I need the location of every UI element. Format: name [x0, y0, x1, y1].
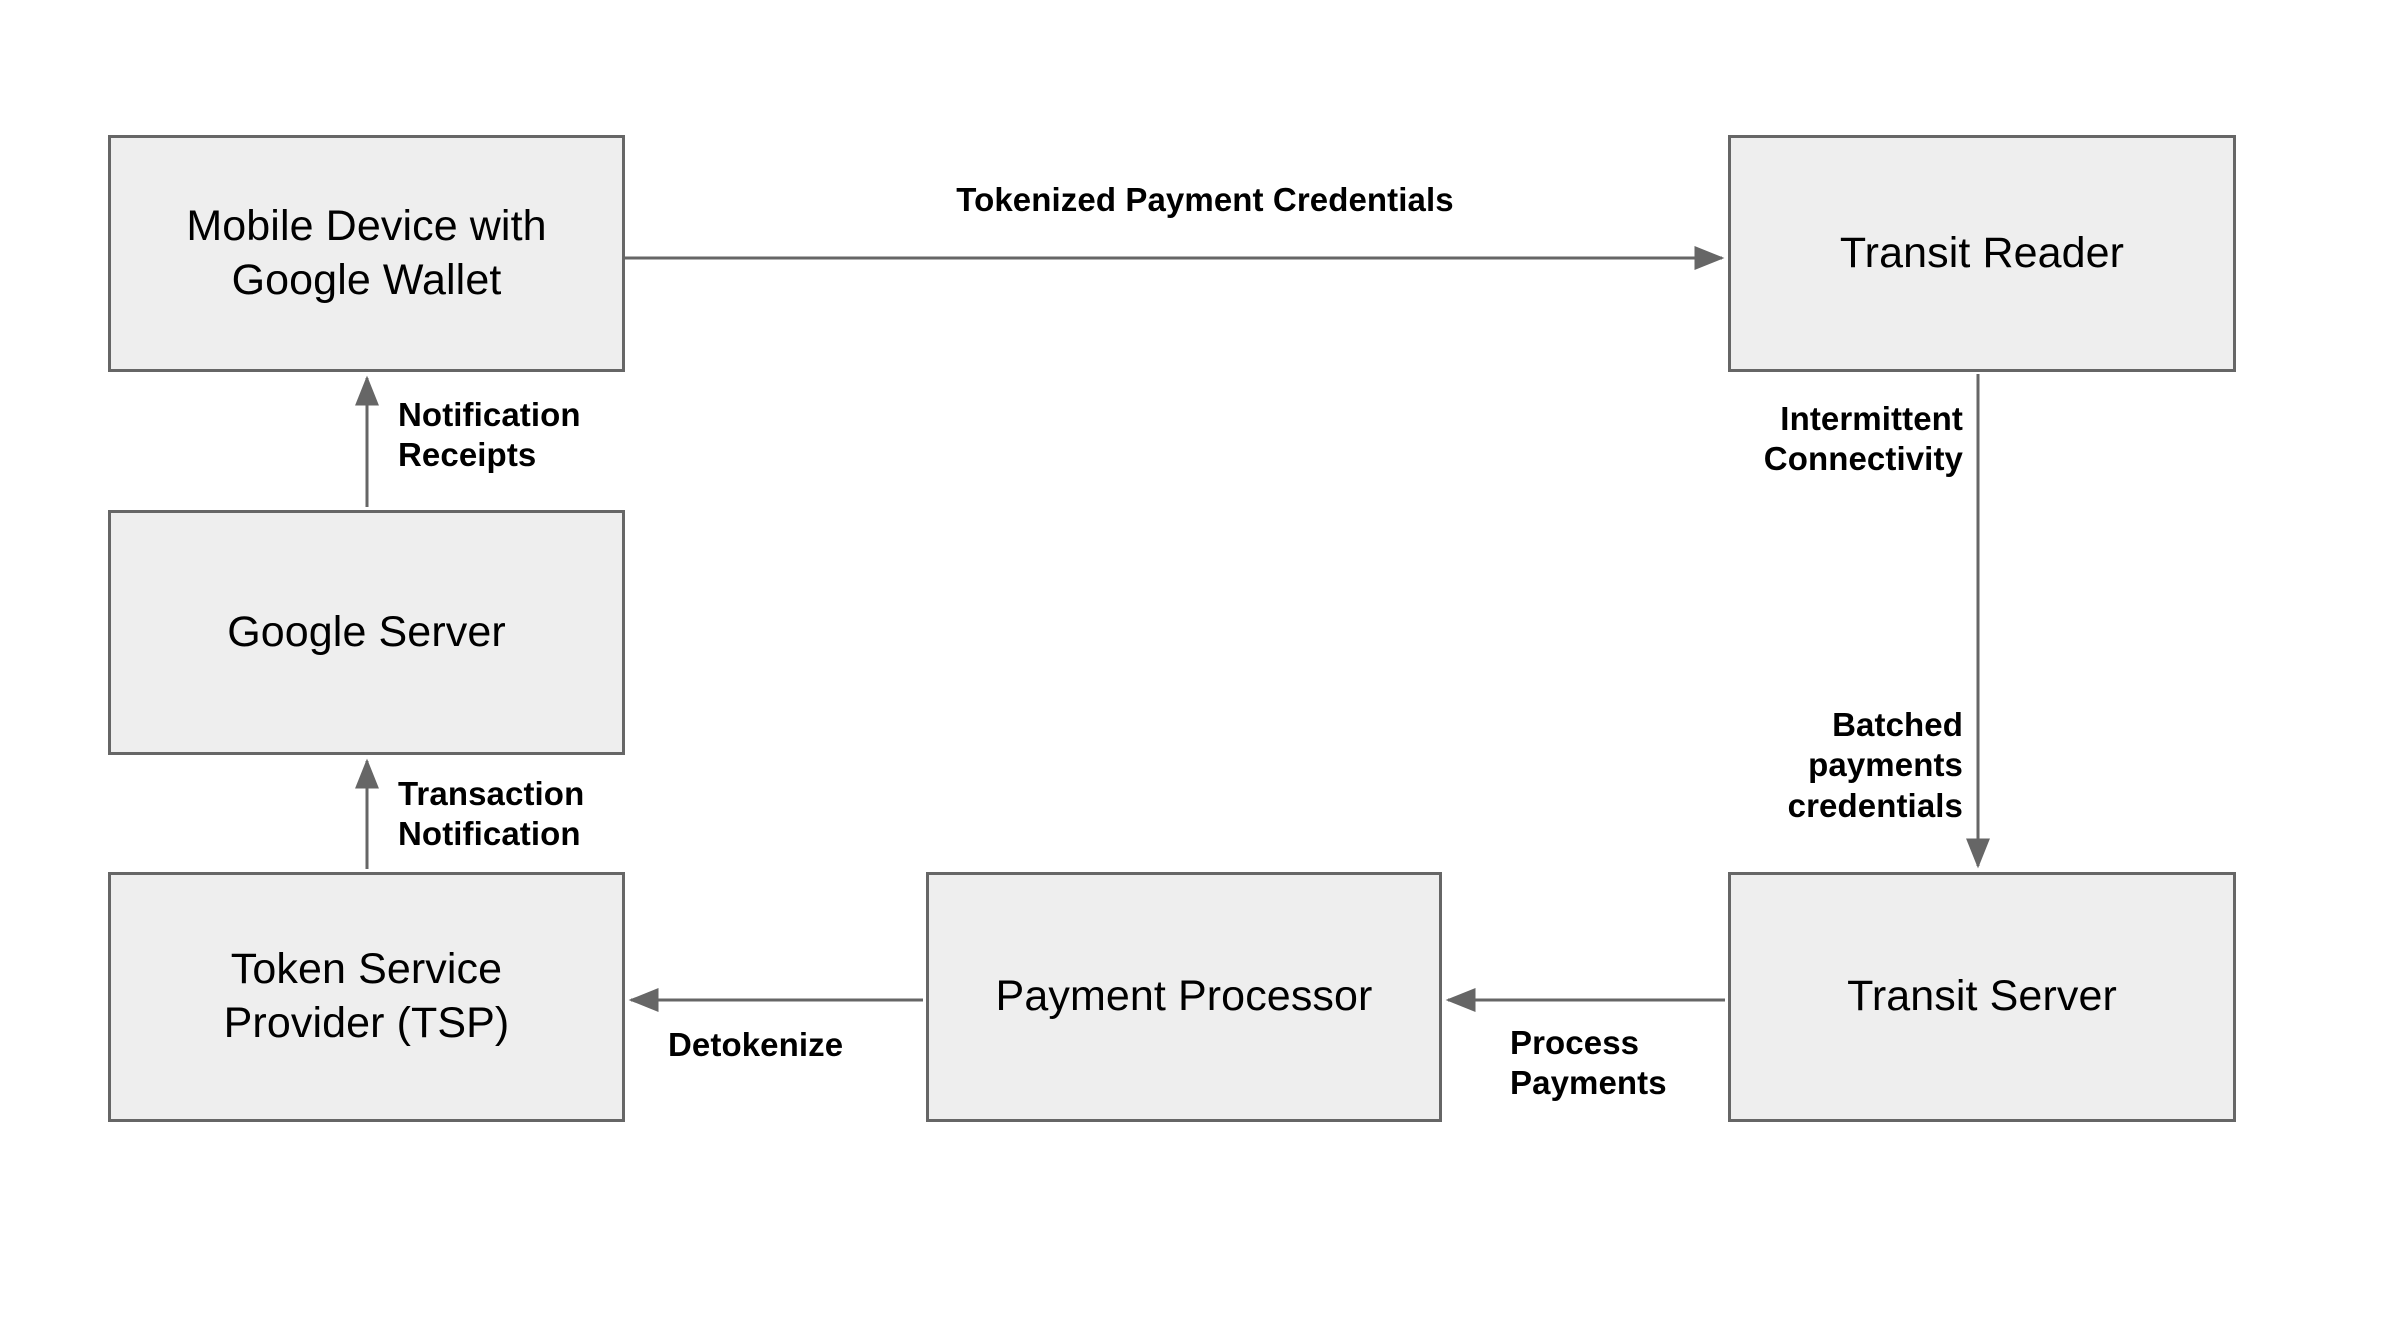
node-token-service-provider[interactable]: Token Service Provider (TSP)	[108, 872, 625, 1122]
edge-label-notification-receipts: Notification Receipts	[398, 396, 581, 474]
edge-label-tokenized-payment-credentials: Tokenized Payment Credentials	[956, 181, 1454, 218]
node-transit-reader[interactable]: Transit Reader	[1728, 135, 2236, 372]
edge-label-transaction-notification: Transaction Notification	[398, 775, 585, 853]
edge-label-process-payments: Process Payments	[1510, 1024, 1667, 1102]
node-transit-reader-label: Transit Reader	[1839, 228, 2125, 277]
node-google-server[interactable]: Google Server	[108, 510, 625, 755]
node-mobile-device-label: Mobile Device with Google Wallet	[186, 201, 547, 304]
edge-label-intermittent-connectivity: Intermittent Connectivity	[1763, 400, 1963, 478]
edge-label-detokenize: Detokenize	[668, 1026, 844, 1063]
node-token-service-provider-label: Token Service Provider (TSP)	[223, 945, 510, 1047]
node-transit-server[interactable]: Transit Server	[1728, 872, 2236, 1122]
edge-label-batched-payments-credentials: Batched payments credentials	[1787, 706, 1963, 824]
node-google-server-label: Google Server	[227, 607, 506, 656]
node-transit-server-label: Transit Server	[1847, 972, 2117, 1021]
node-payment-processor-label: Payment Processor	[995, 972, 1373, 1021]
node-payment-processor[interactable]: Payment Processor	[926, 872, 1442, 1122]
node-mobile-device[interactable]: Mobile Device with Google Wallet	[108, 135, 625, 372]
